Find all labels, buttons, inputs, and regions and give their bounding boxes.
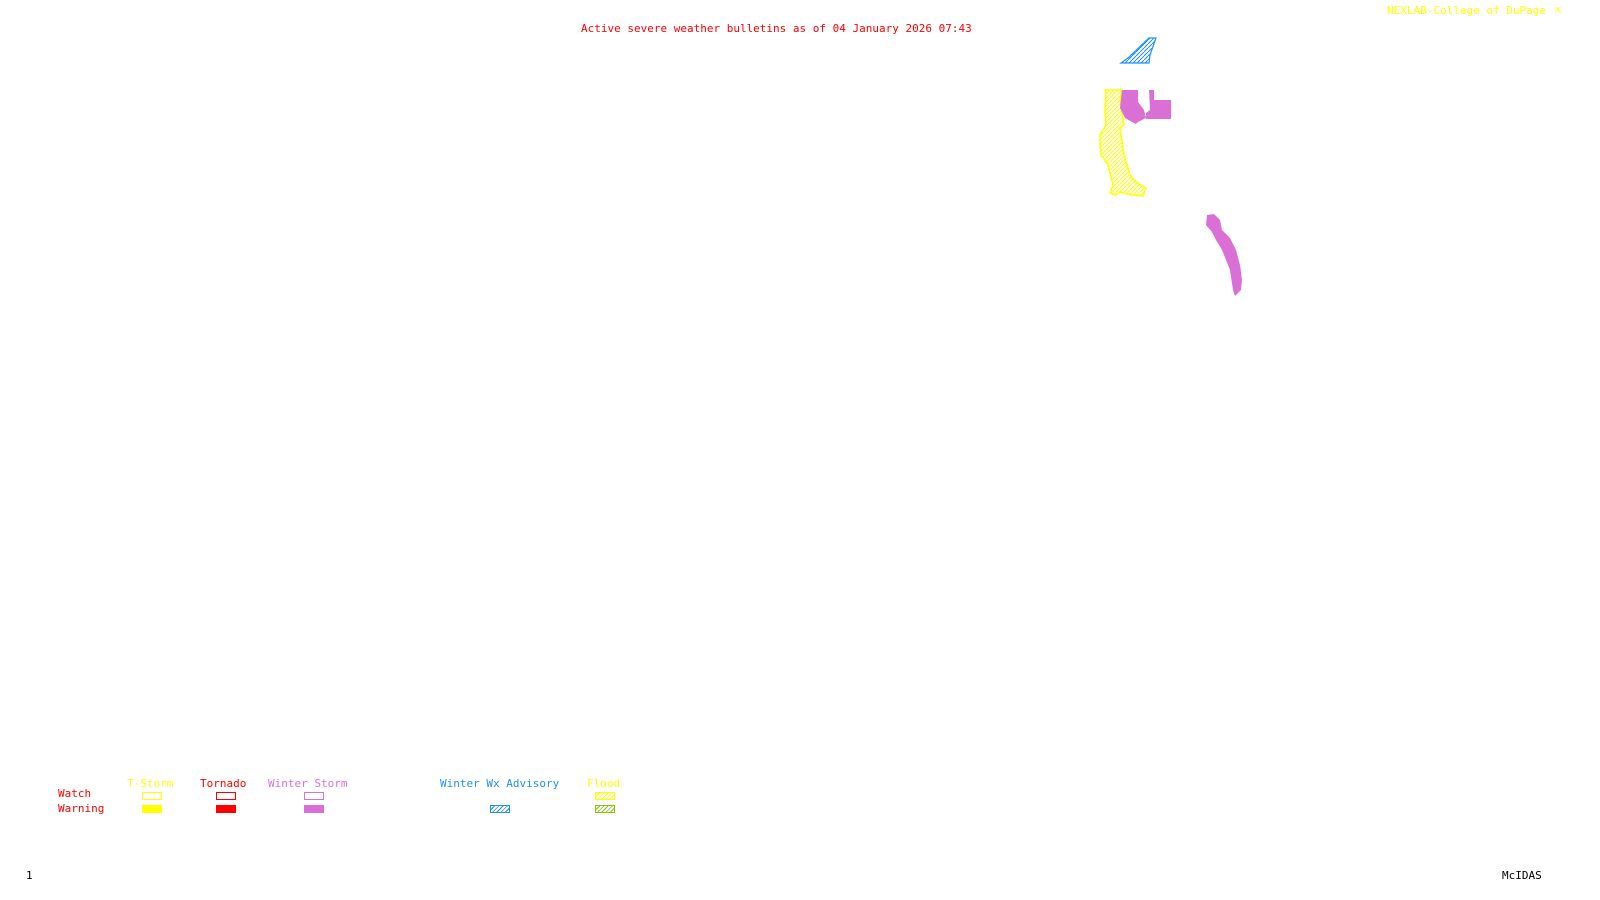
winter-advisory-area — [1119, 37, 1157, 64]
legend-winter-storm-warning-swatch — [304, 805, 324, 813]
legend-tornado-warning-swatch — [216, 805, 236, 813]
legend-flood-warning-swatch — [595, 805, 615, 813]
winter-storm-warning-area-northeast — [1146, 90, 1171, 119]
legend-warning-label: Warning — [58, 802, 105, 815]
legend-tstorm-warning-swatch — [142, 805, 162, 813]
legend-flood-label: Flood — [587, 777, 621, 790]
legend-watch-label: Watch — [58, 787, 92, 800]
winter-storm-warning-area-north — [1120, 90, 1146, 124]
legend-winter-storm-watch-swatch — [304, 792, 324, 800]
legend-tornado-label: Tornado — [200, 777, 247, 790]
legend-tstorm-label: T-Storm — [127, 777, 174, 790]
software-label: McIDAS — [1502, 869, 1542, 882]
cursor-icon: ⇱ — [1555, 3, 1562, 16]
map-title: Active severe weather bulletins as of 04… — [581, 22, 972, 35]
legend-tstorm-watch-swatch — [142, 792, 162, 800]
legend-flood-watch-swatch — [595, 792, 615, 800]
legend-winter-storm-label: Winter Storm — [268, 777, 348, 790]
flood-watch-area — [1099, 89, 1147, 197]
legend-winter-advisory-swatch — [490, 805, 510, 813]
credit-label: NEXLAB-College of DuPage — [1387, 4, 1546, 17]
frame-number: 1 — [26, 869, 33, 882]
winter-storm-warning-area-south — [1206, 214, 1242, 296]
legend-winter-advisory-label: Winter Wx Advisory — [440, 777, 560, 790]
legend-tornado-watch-swatch — [216, 792, 236, 800]
